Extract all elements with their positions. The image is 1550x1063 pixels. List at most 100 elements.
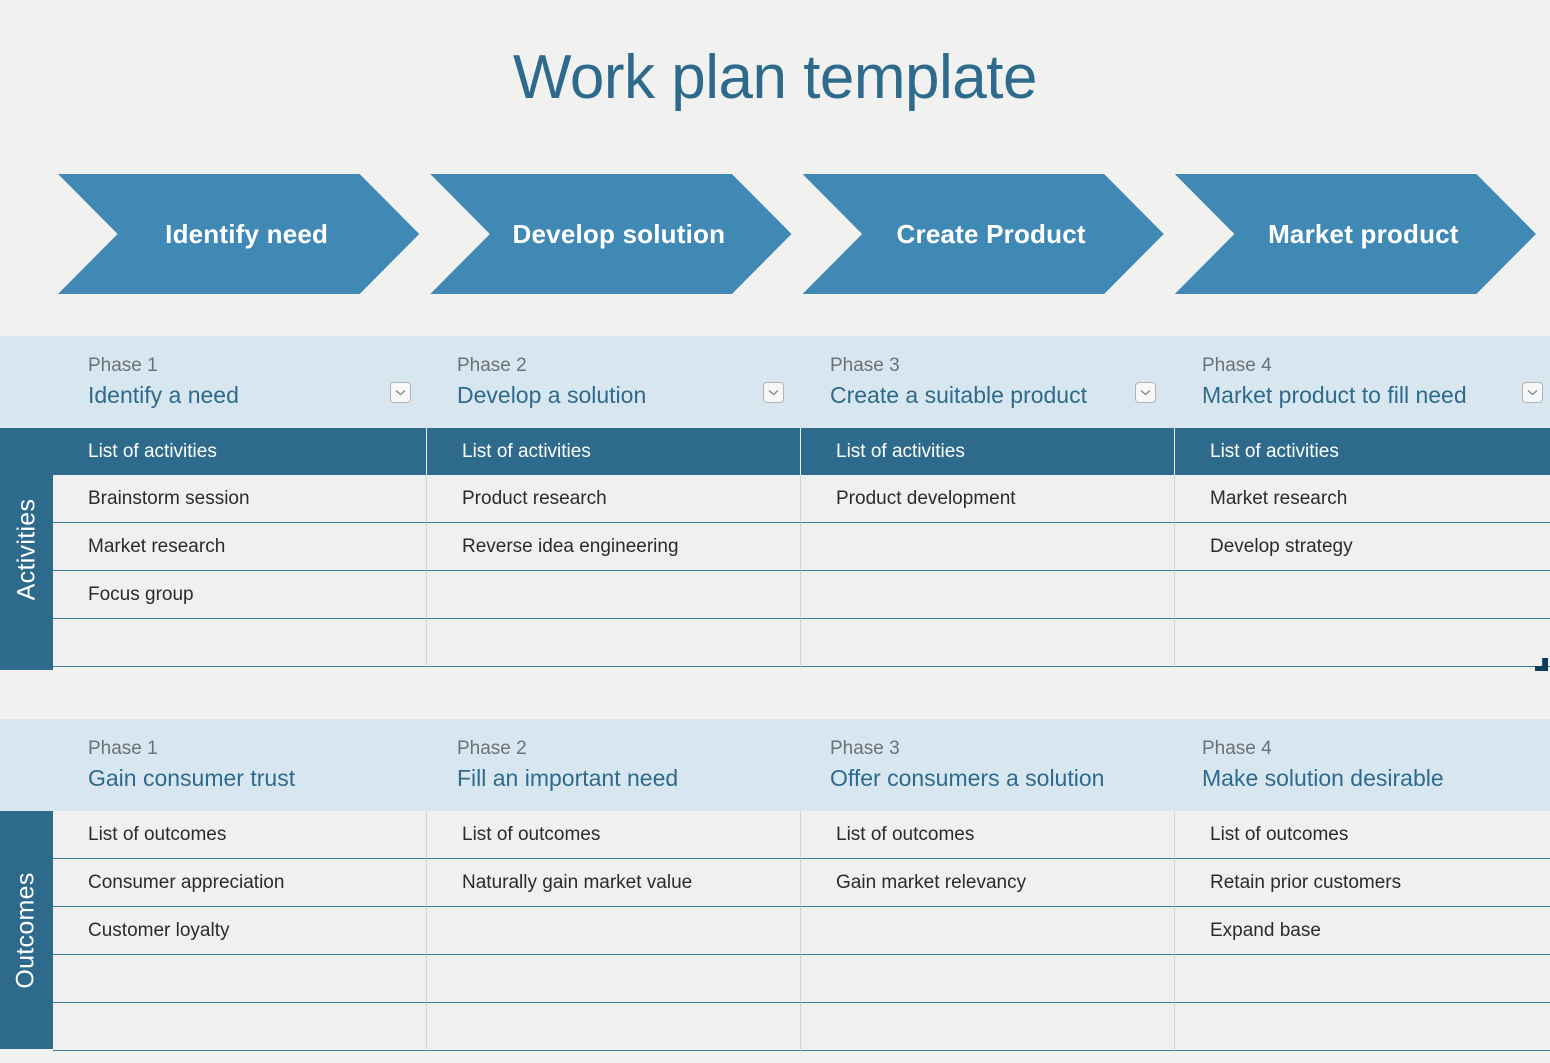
activities-col-4-header: List of activities <box>1175 428 1550 475</box>
outcomes-cell-r2c3[interactable] <box>801 907 1175 955</box>
activities-cell-r1c2[interactable]: Product research <box>427 475 801 523</box>
activities-cell-r1c1[interactable]: Brainstorm session <box>53 475 427 523</box>
outcomes-col-3-header: List of outcomes <box>801 811 1175 859</box>
chevron-step-3[interactable]: Create Product <box>802 174 1164 294</box>
outcomes-cell-r3c2[interactable] <box>427 955 801 1003</box>
outcomes-phase-3-cell[interactable]: Phase 3 Offer consumers a solution <box>800 719 1172 811</box>
activities-phase-3-dropdown-button[interactable] <box>1135 382 1156 403</box>
activities-phase-3-name: Create a suitable product <box>830 381 1087 408</box>
table-row: Consumer appreciation Naturally gain mar… <box>53 859 1550 907</box>
activities-cell-r2c3[interactable] <box>801 523 1175 571</box>
outcomes-grid: List of outcomes List of outcomes List o… <box>53 811 1550 1051</box>
outcomes-phase-2-cell[interactable]: Phase 2 Fill an important need <box>427 719 800 811</box>
outcomes-cell-r4c1[interactable] <box>53 1003 427 1051</box>
outcomes-col-1-header: List of outcomes <box>53 811 427 859</box>
chevron-step-1-label: Identify need <box>165 218 329 249</box>
outcomes-phase-3-number: Phase 3 <box>830 738 900 760</box>
activities-cell-r2c2[interactable]: Reverse idea engineering <box>427 523 801 571</box>
activities-cell-r4c2[interactable] <box>427 619 801 667</box>
activities-cell-r3c1[interactable]: Focus group <box>53 571 427 619</box>
outcomes-cell-r4c4[interactable] <box>1175 1003 1550 1051</box>
activities-col-1-header: List of activities <box>53 428 427 475</box>
activities-cell-r1c4[interactable]: Market research <box>1175 475 1550 523</box>
activities-phase-1-cell[interactable]: Phase 1 Identify a need <box>0 336 427 428</box>
activities-cell-r3c4[interactable] <box>1175 571 1550 619</box>
outcomes-phase-4-name: Make solution desirable <box>1202 764 1444 791</box>
table-row: Brainstorm session Product research Prod… <box>53 475 1550 523</box>
table-row <box>53 1003 1550 1051</box>
activities-phase-3-number: Phase 3 <box>830 355 900 377</box>
outcomes-phase-1-cell[interactable]: Phase 1 Gain consumer trust <box>0 719 427 811</box>
activities-cell-r3c3[interactable] <box>801 571 1175 619</box>
table-row <box>53 955 1550 1003</box>
activities-phase-band: Phase 1 Identify a need Phase 2 Develop … <box>0 336 1550 428</box>
outcomes-cell-r1c4[interactable]: Retain prior customers <box>1175 859 1550 907</box>
outcomes-cell-r3c1[interactable] <box>53 955 427 1003</box>
outcomes-col-2-header: List of outcomes <box>427 811 801 859</box>
outcomes-phase-4-cell[interactable]: Phase 4 Make solution desirable <box>1172 719 1545 811</box>
activities-col-3-header: List of activities <box>801 428 1175 475</box>
outcomes-rail: Outcomes <box>0 811 53 1049</box>
outcomes-phase-3-name: Offer consumers a solution <box>830 764 1105 791</box>
process-chevron-band: Identify need Develop solution Create Pr… <box>58 174 1536 294</box>
activities-phase-2-name: Develop a solution <box>457 381 647 408</box>
chevron-step-4[interactable]: Market product <box>1174 174 1536 294</box>
activities-cell-r2c4[interactable]: Develop strategy <box>1175 523 1550 571</box>
activities-cell-r3c2[interactable] <box>427 571 801 619</box>
outcomes-phase-2-number: Phase 2 <box>457 738 527 760</box>
activities-rail: Activities <box>0 428 53 670</box>
outcomes-rail-label: Outcomes <box>12 871 41 989</box>
outcomes-cell-r2c2[interactable] <box>427 907 801 955</box>
activities-rail-label: Activities <box>12 498 41 600</box>
activities-phase-4-name: Market product to fill need <box>1202 381 1467 408</box>
table-row: Focus group <box>53 571 1550 619</box>
outcomes-cell-r1c3[interactable]: Gain market relevancy <box>801 859 1175 907</box>
outcomes-cell-r3c3[interactable] <box>801 955 1175 1003</box>
outcomes-phase-1-name: Gain consumer trust <box>88 764 296 791</box>
outcomes-cell-r4c3[interactable] <box>801 1003 1175 1051</box>
chevron-step-2[interactable]: Develop solution <box>430 174 792 294</box>
outcomes-cell-r3c4[interactable] <box>1175 955 1550 1003</box>
outcomes-column-header-row: List of outcomes List of outcomes List o… <box>53 811 1550 859</box>
activities-col-2-header: List of activities <box>427 428 801 475</box>
activities-section: Phase 1 Identify a need Phase 2 Develop … <box>0 336 1550 671</box>
activities-phase-2-dropdown-button[interactable] <box>763 382 784 403</box>
activities-phase-1-name: Identify a need <box>88 381 239 408</box>
activities-phase-2-cell[interactable]: Phase 2 Develop a solution <box>427 336 800 428</box>
chevron-down-icon <box>1527 390 1538 396</box>
chevron-down-icon <box>395 390 406 396</box>
outcomes-section: Phase 1 Gain consumer trust Phase 2 Fill… <box>0 719 1550 1051</box>
outcomes-cell-r2c1[interactable]: Customer loyalty <box>53 907 427 955</box>
activities-phase-4-dropdown-button[interactable] <box>1522 382 1543 403</box>
page-title: Work plan template <box>513 43 1038 112</box>
table-row: Market research Reverse idea engineering… <box>53 523 1550 571</box>
activities-grid: List of activities List of activities Li… <box>53 428 1550 671</box>
outcomes-cell-r4c2[interactable] <box>427 1003 801 1051</box>
activities-cell-r1c3[interactable]: Product development <box>801 475 1175 523</box>
outcomes-cell-r1c2[interactable]: Naturally gain market value <box>427 859 801 907</box>
chevron-step-4-label: Market product <box>1268 218 1459 249</box>
table-row: Customer loyalty Expand base <box>53 907 1550 955</box>
chevron-step-2-label: Develop solution <box>512 218 726 249</box>
chevron-step-1[interactable]: Identify need <box>58 174 420 294</box>
activities-cell-r4c4[interactable] <box>1175 619 1550 667</box>
activities-phase-1-number: Phase 1 <box>88 355 158 377</box>
outcomes-phase-1-number: Phase 1 <box>88 738 158 760</box>
activities-phase-4-cell[interactable]: Phase 4 Market product to fill need <box>1172 336 1545 428</box>
activities-cell-r4c3[interactable] <box>801 619 1175 667</box>
outcomes-phase-2-name: Fill an important need <box>457 764 679 791</box>
outcomes-phase-band: Phase 1 Gain consumer trust Phase 2 Fill… <box>0 719 1550 811</box>
activities-cell-r2c1[interactable]: Market research <box>53 523 427 571</box>
activities-column-header-row: List of activities List of activities Li… <box>53 428 1550 475</box>
outcomes-cell-r1c1[interactable]: Consumer appreciation <box>53 859 427 907</box>
activities-phase-1-dropdown-button[interactable] <box>390 382 411 403</box>
outcomes-cell-r2c4[interactable]: Expand base <box>1175 907 1550 955</box>
activities-phase-4-number: Phase 4 <box>1202 355 1272 377</box>
table-row <box>53 619 1550 667</box>
outcomes-col-4-header: List of outcomes <box>1175 811 1550 859</box>
activities-cell-r4c1[interactable] <box>53 619 427 667</box>
activities-phase-3-cell[interactable]: Phase 3 Create a suitable product <box>800 336 1172 428</box>
chevron-down-icon <box>1140 390 1151 396</box>
chevron-step-3-label: Create Product <box>896 218 1086 249</box>
chevron-down-icon <box>768 390 779 396</box>
